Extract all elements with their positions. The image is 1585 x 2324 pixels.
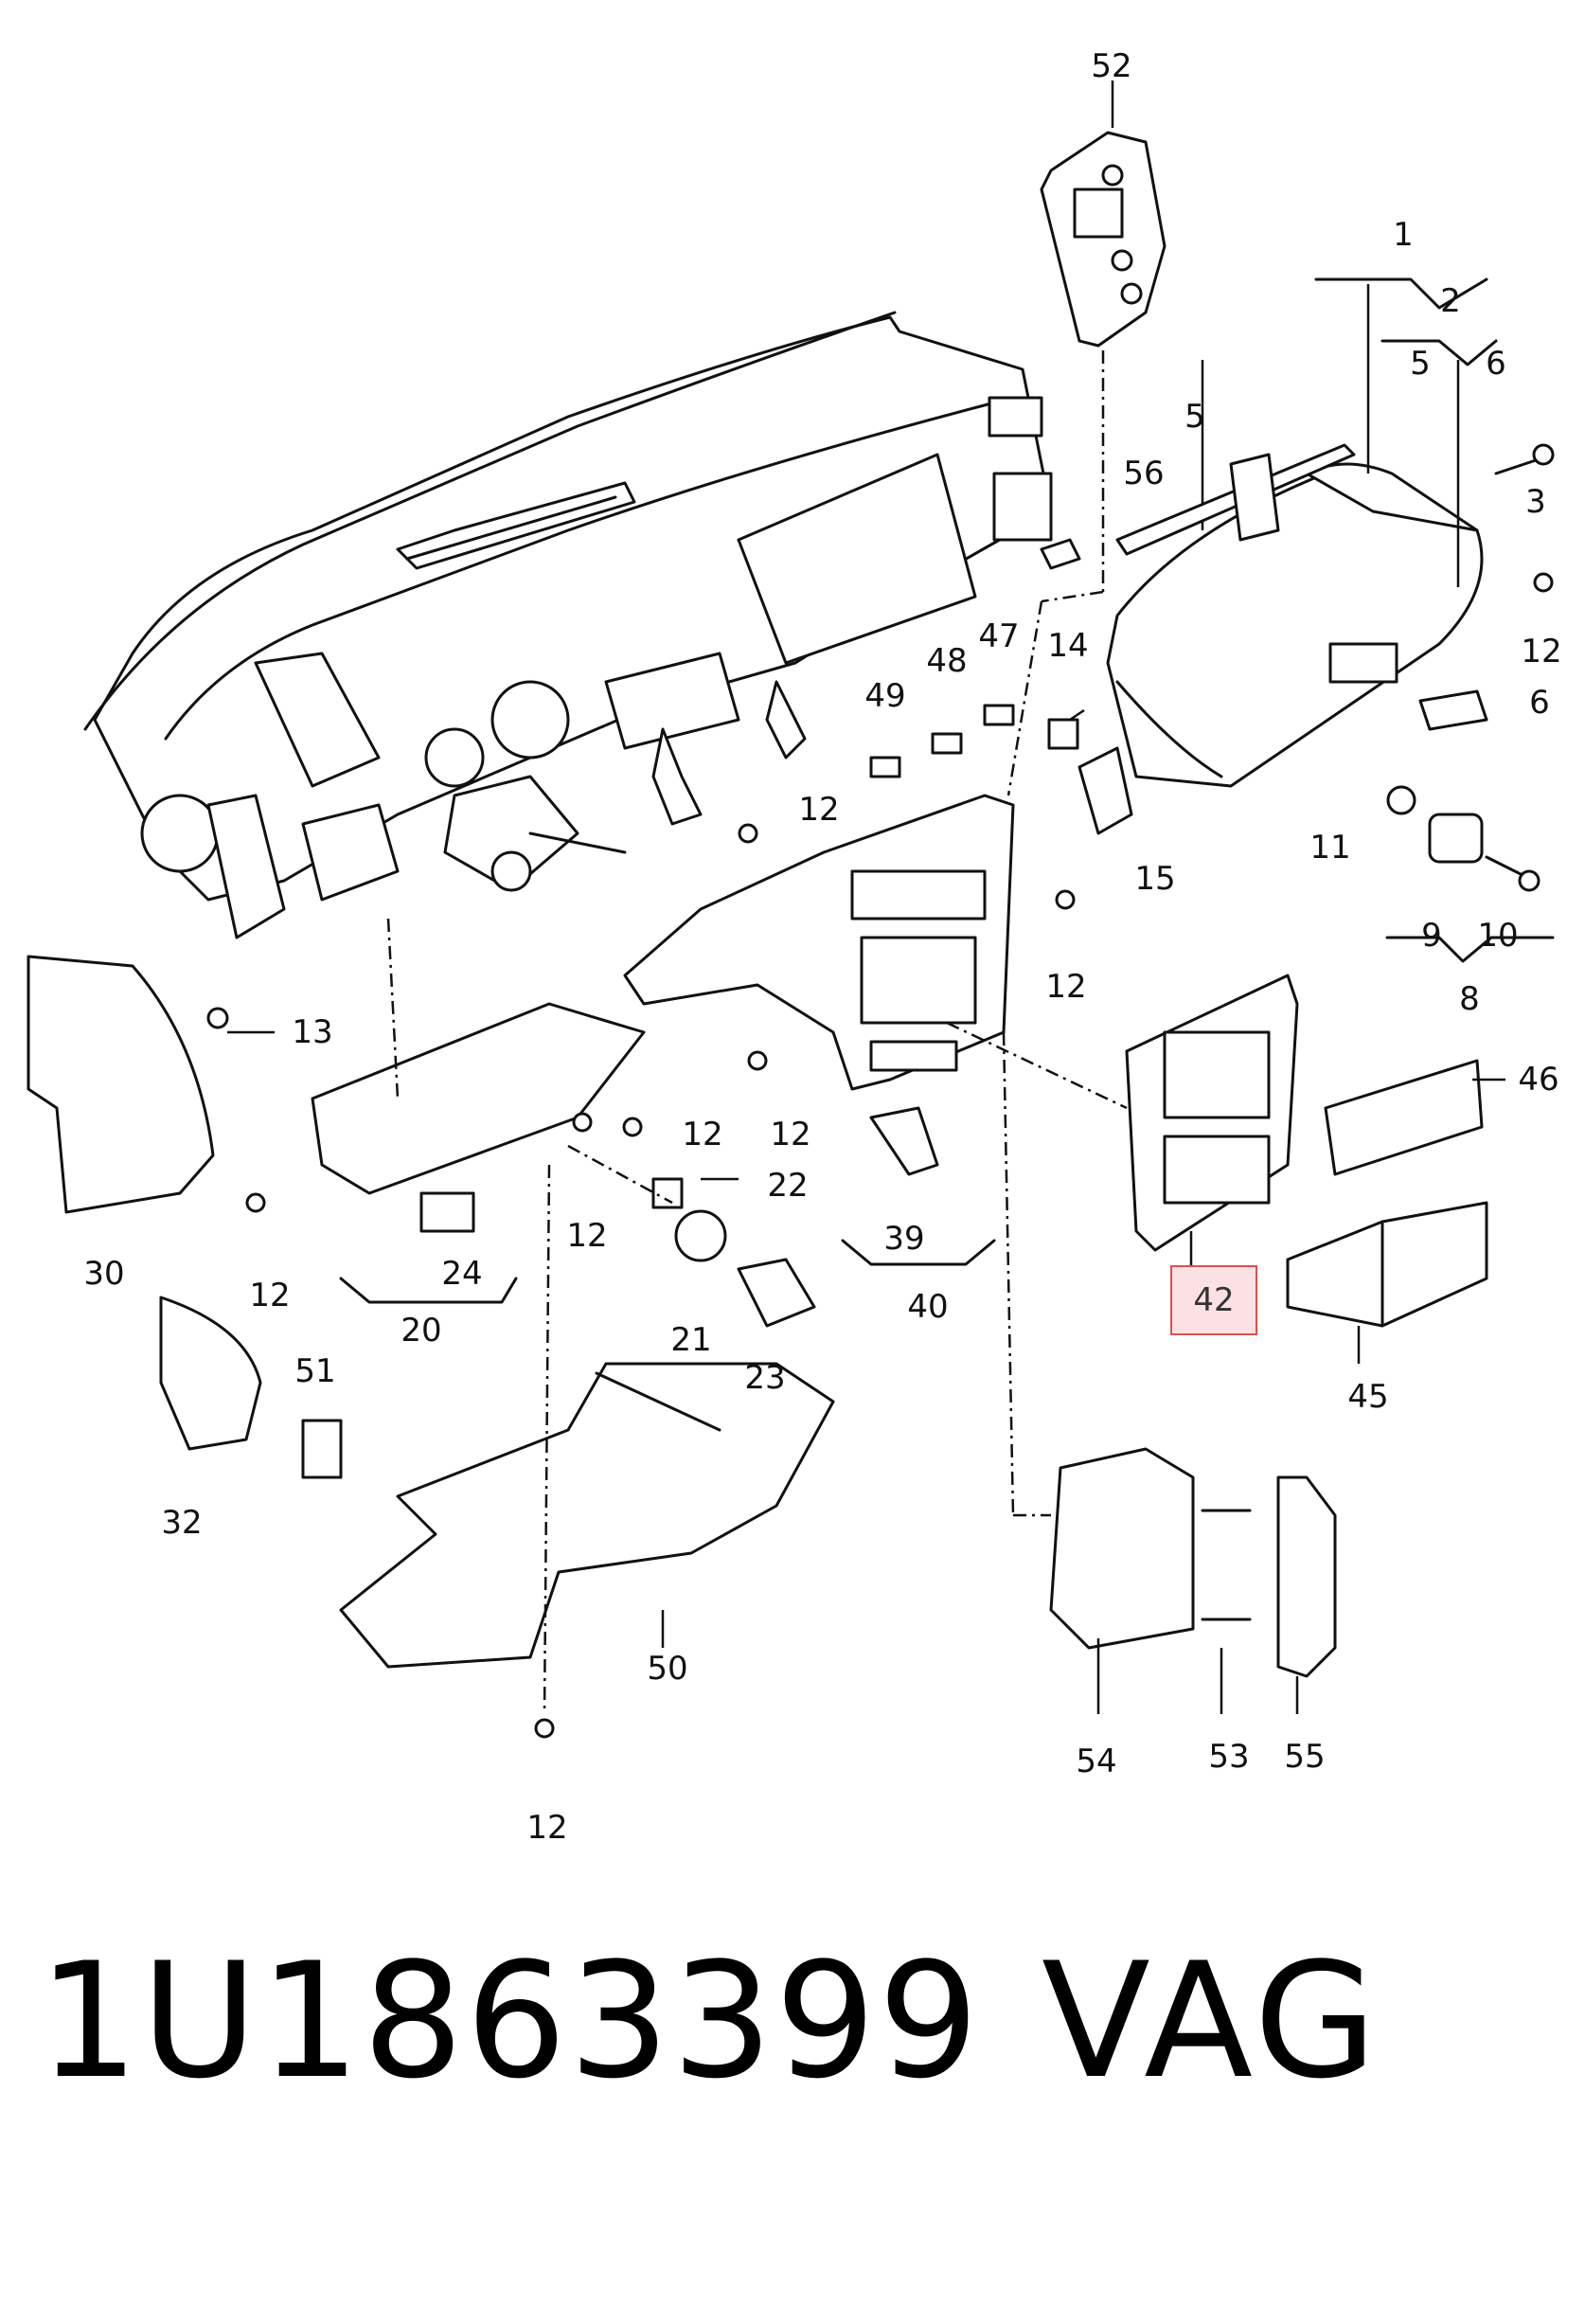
callout-50: 50 xyxy=(647,1650,688,1688)
callout-52: 52 xyxy=(1091,47,1132,85)
callout-15: 15 xyxy=(1134,860,1176,898)
callout-48: 48 xyxy=(926,642,968,680)
callout-1: 1 xyxy=(1393,216,1414,254)
part-21-23-switches xyxy=(651,1177,816,1328)
callout-12-mid: 12 xyxy=(682,1116,723,1153)
center-console-40 xyxy=(623,704,1076,1266)
exploded-parts-diagram xyxy=(27,80,1555,1739)
callout-21: 21 xyxy=(670,1321,712,1359)
part-3-screw xyxy=(1494,443,1555,593)
callout-24: 24 xyxy=(441,1255,483,1293)
callout-11: 11 xyxy=(1309,829,1351,867)
highlight-box-42 xyxy=(1170,1265,1257,1335)
callout-13: 13 xyxy=(292,1013,333,1051)
callout-30: 30 xyxy=(83,1255,125,1293)
callout-3: 3 xyxy=(1525,483,1546,521)
right-side-parts-53-55 xyxy=(1049,1447,1337,1678)
callout-53: 53 xyxy=(1208,1738,1250,1776)
callout-39: 39 xyxy=(883,1220,925,1258)
callout-47: 47 xyxy=(978,617,1020,655)
callout-55: 55 xyxy=(1284,1738,1326,1776)
callout-32: 32 xyxy=(161,1504,203,1542)
part-5-56-strips xyxy=(1040,443,1356,570)
callout-22: 22 xyxy=(767,1167,809,1205)
part-14-15-clips xyxy=(1047,718,1133,835)
part-45-grille-box xyxy=(1286,1201,1488,1328)
callout-12-console-bottom: 12 xyxy=(770,1116,811,1153)
callout-49: 49 xyxy=(864,677,906,715)
leader-lines xyxy=(227,708,1505,1714)
part-20-lower-trim xyxy=(311,1002,646,1304)
callout-23: 23 xyxy=(744,1359,786,1397)
glovebox-assembly xyxy=(1106,277,1498,788)
dashboard-panel xyxy=(83,311,1053,939)
callout-45: 45 xyxy=(1347,1378,1389,1416)
callout-6: 6 xyxy=(1529,684,1550,722)
callout-51: 51 xyxy=(294,1352,336,1390)
callout-9: 9 xyxy=(1421,917,1442,955)
callout-12-right: 12 xyxy=(1521,633,1562,670)
callout-20: 20 xyxy=(401,1312,442,1350)
part-32-panel xyxy=(159,1296,262,1451)
callout-5: 5 xyxy=(1184,398,1205,436)
callout-54: 54 xyxy=(1076,1743,1117,1780)
callout-12-left: 12 xyxy=(249,1277,291,1314)
brand-label: VAG xyxy=(1042,1928,1381,2114)
callout-12-console-right: 12 xyxy=(1045,968,1087,1006)
part-50-floor-plate xyxy=(301,1362,835,1669)
construction-lines xyxy=(386,350,1128,1715)
callout-56: 56 xyxy=(1123,455,1165,492)
callout-12-bottom: 12 xyxy=(526,1809,568,1847)
callout-12-trim: 12 xyxy=(566,1217,608,1255)
callout-5-top: 5 xyxy=(1410,345,1431,383)
callout-46: 46 xyxy=(1518,1061,1559,1099)
callout-10: 10 xyxy=(1477,917,1519,955)
callout-6-top: 6 xyxy=(1486,345,1506,383)
part-42-frame xyxy=(1125,974,1299,1252)
callout-14: 14 xyxy=(1047,627,1089,665)
part-46-cover xyxy=(1324,1059,1484,1176)
part-52-module xyxy=(1040,80,1166,348)
callout-2: 2 xyxy=(1440,282,1461,320)
callout-40: 40 xyxy=(907,1288,949,1326)
callout-42: 42 xyxy=(1193,1281,1235,1319)
lock-parts xyxy=(1385,785,1555,963)
callout-8: 8 xyxy=(1459,980,1480,1018)
part-30-left-panel xyxy=(27,955,215,1214)
part-number: 1U1863399 xyxy=(38,1928,982,2114)
screws xyxy=(206,1007,643,1739)
callout-12-console-top: 12 xyxy=(798,791,840,829)
